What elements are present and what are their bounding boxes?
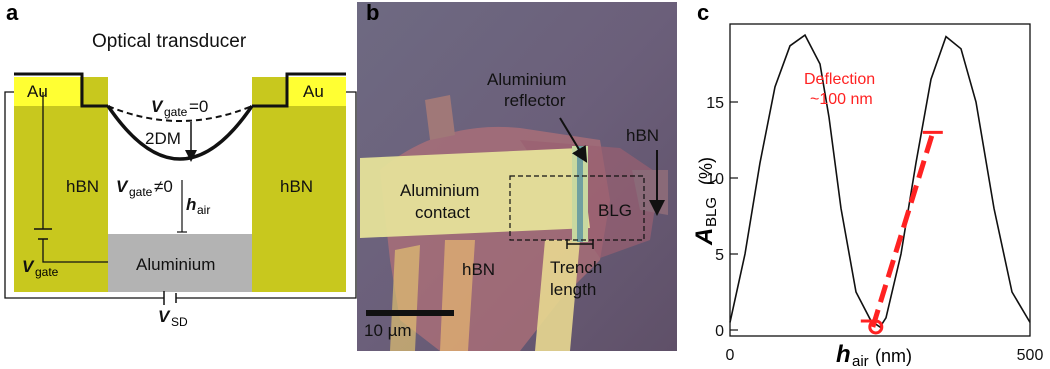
hbn-right-label: hBN [280, 177, 313, 196]
trench-label-line1: Trench [550, 258, 602, 277]
svg-text:=0: =0 [189, 97, 208, 116]
deflection-label-line2: ~100 nm [810, 91, 873, 108]
blg-label: BLG [598, 201, 632, 220]
hbn-top-label: hBN [626, 126, 659, 145]
panel-a: a Optical transducer Aluminium Au Au hBN… [4, 0, 357, 329]
blg-region-box [509, 175, 645, 241]
svg-text:V: V [22, 257, 35, 276]
y-tick-label: 10 [706, 171, 724, 188]
panel-c: c 0 5 10 15 0 500 Deflection ~100 nm h air (n… [691, 0, 1043, 369]
au-right-pad [288, 77, 346, 106]
tick-layer: 0 5 10 15 0 500 [706, 95, 1043, 364]
hbn-right-block [252, 77, 346, 292]
al-contact-label-line2: contact [415, 203, 470, 222]
x-tick-label: 500 [1017, 347, 1044, 364]
au-left-pad [14, 77, 80, 106]
deflection-start-marker [868, 319, 884, 335]
au-left-label: Au [27, 82, 48, 101]
svg-text:air: air [197, 203, 210, 217]
deflection-label-line1: Deflection [804, 71, 875, 88]
svg-text:h: h [836, 341, 851, 368]
scale-bar-label: 10 µm [364, 321, 412, 340]
svg-text:air: air [852, 353, 869, 369]
membrane-flat [107, 105, 253, 122]
vsd-label: V SD [158, 307, 188, 329]
y-tick-label: 15 [706, 95, 724, 112]
au-right-outline [252, 72, 346, 108]
sd-wire-left [4, 91, 164, 299]
membrane-label: 2DM [145, 129, 181, 148]
aluminium-block [108, 234, 252, 292]
y-axis-label: A BLG (%) [691, 157, 720, 246]
svg-text:(%): (%) [696, 157, 716, 185]
svg-text:SD: SD [171, 315, 188, 329]
aluminium-contact-region [360, 148, 590, 238]
hbn-bottom-label: hBN [462, 260, 495, 279]
reflector-arrow [559, 117, 588, 163]
reflector-label-line1: Aluminium [487, 70, 566, 89]
panel-b-letter: b [366, 0, 379, 25]
vgate-zero-label: V gate =0 [151, 97, 208, 119]
svg-text:BLG: BLG [703, 197, 720, 227]
svg-text:V: V [116, 177, 129, 196]
au-right-label: Au [303, 82, 324, 101]
sd-wire-right [176, 91, 357, 299]
vgate-nonzero-label: V gate ≠0 [116, 177, 173, 199]
plot-frame [729, 23, 1031, 337]
svg-text:h: h [186, 195, 196, 214]
scale-bar [366, 310, 454, 316]
deflection-line [870, 131, 936, 328]
panel-a-title: Optical transducer [92, 31, 247, 52]
svg-text:gate: gate [129, 185, 153, 199]
au-left-outline [14, 72, 108, 108]
y-tick-label: 5 [715, 247, 724, 264]
hbn-left-block [14, 77, 108, 292]
svg-text:A: A [691, 228, 718, 246]
panel-c-letter: c [697, 0, 709, 25]
y-tick-label: 0 [715, 323, 724, 340]
panel-b: b Aluminium reflector hBN Aluminium cont… [357, 0, 677, 352]
panel-a-letter: a [6, 0, 19, 25]
absorbance-curve [729, 33, 1031, 329]
aluminium-label: Aluminium [136, 255, 215, 274]
svg-text:gate: gate [35, 265, 59, 279]
svg-text:V: V [151, 97, 164, 116]
reflector-label-line2: reflector [504, 91, 566, 110]
membrane-deflected [106, 105, 254, 161]
svg-text:≠0: ≠0 [154, 177, 173, 196]
trench-label-line2: length [550, 280, 596, 299]
hair-label: h air [186, 195, 210, 217]
svg-text:V: V [158, 307, 171, 326]
svg-text:(nm): (nm) [875, 346, 912, 366]
vgate-label: V gate [22, 257, 59, 279]
al-contact-label-line1: Aluminium [400, 181, 479, 200]
svg-text:gate: gate [164, 105, 188, 119]
hbn-left-label: hBN [66, 177, 99, 196]
x-tick-label: 0 [726, 347, 735, 364]
x-axis-label: h air (nm) [836, 341, 912, 369]
